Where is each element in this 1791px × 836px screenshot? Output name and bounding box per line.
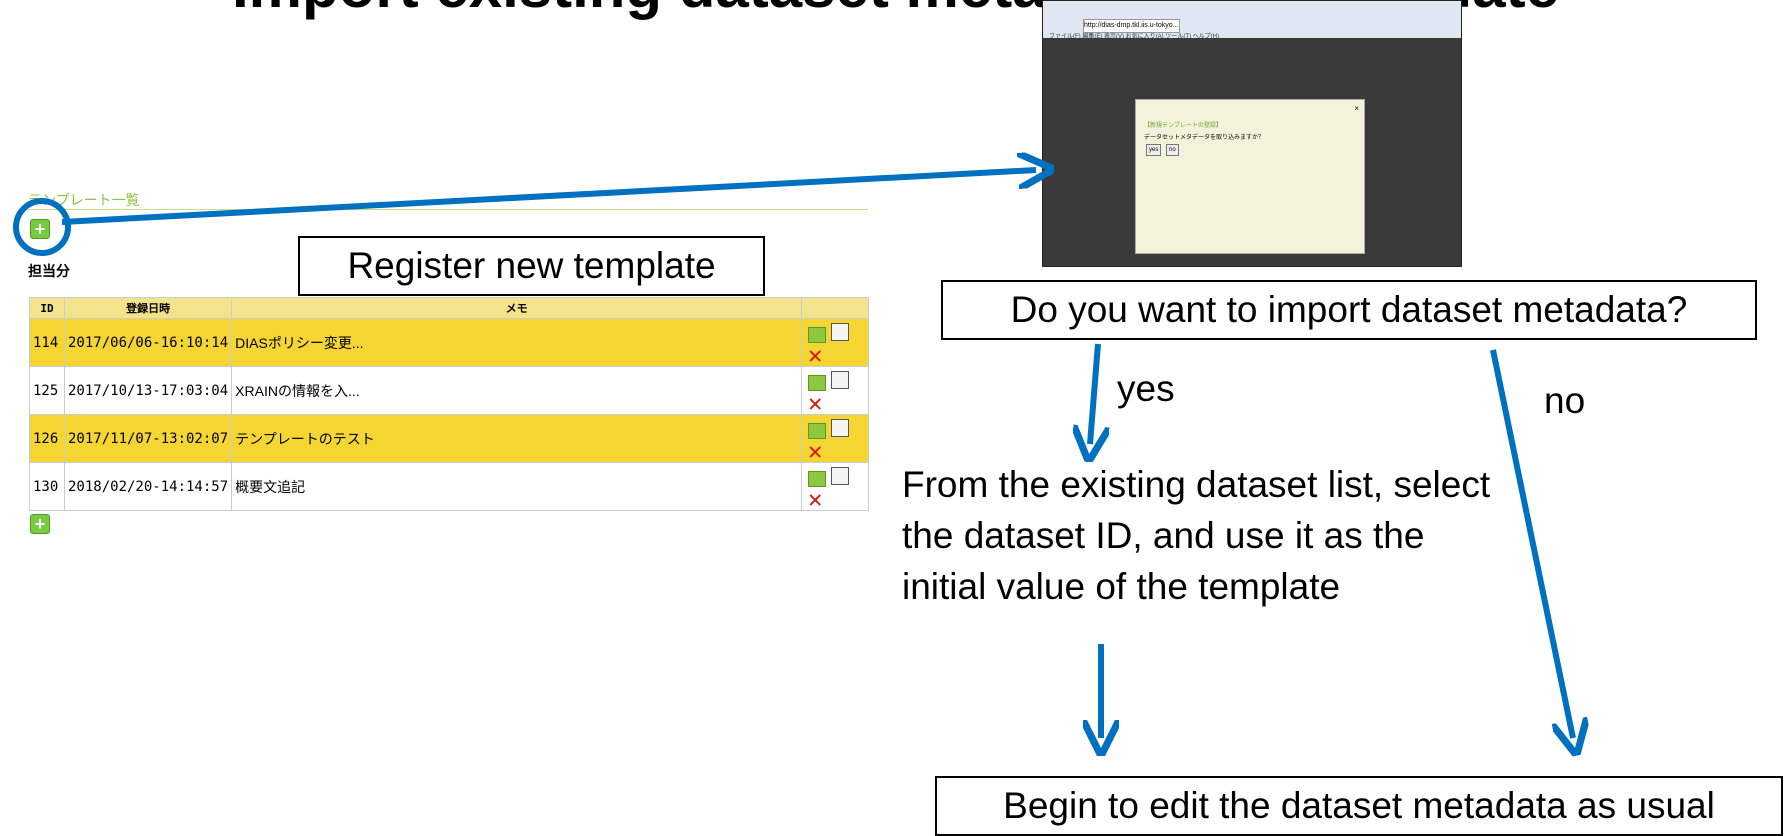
document-icon[interactable] (831, 467, 849, 485)
arrow-to-dialog (61, 170, 1036, 225)
open-icon[interactable] (808, 375, 826, 391)
row-id: 125 (29, 366, 65, 415)
table-row: 126 2017/11/07-13:02:07 テンプレートのテスト ✕ (29, 414, 869, 465)
row-date: 2017/11/07-13:02:07 (63, 414, 233, 463)
row-memo: テンプレートのテスト (231, 414, 802, 463)
row-date: 2017/10/13-17:03:04 (63, 366, 233, 415)
delete-icon[interactable]: ✕ (808, 485, 823, 513)
column-header-memo: メモ (231, 297, 802, 319)
import-dialog: × 【新規テンプレートの登録】 データセットメタデータを取り込みますか？ yes… (1135, 99, 1365, 254)
column-header-date: 登録日時 (63, 297, 233, 319)
row-memo: DIASポリシー変更... (231, 318, 802, 367)
row-actions: ✕ (801, 366, 869, 417)
column-header-actions (801, 297, 869, 319)
row-date: 2018/02/20-14:14:57 (63, 462, 233, 511)
add-template-button-bottom[interactable]: + (30, 514, 50, 534)
begin-edit-callout: Begin to edit the dataset metadata as us… (935, 776, 1783, 836)
dialog-no-button[interactable]: no (1166, 144, 1179, 156)
delete-icon[interactable]: ✕ (808, 341, 823, 369)
dialog-title: 【新規テンプレートの登録】 (1144, 123, 1222, 129)
row-id: 114 (29, 318, 65, 367)
row-id: 126 (29, 414, 65, 463)
row-date: 2017/06/06-16:10:14 (63, 318, 233, 367)
yes-description: From the existing dataset list, select t… (902, 464, 1491, 607)
dialog-question: データセットメタデータを取り込みますか？ (1144, 135, 1265, 141)
row-actions: ✕ (801, 414, 869, 465)
browser-tab: http://dias-dmp.tkl.iis.u-tokyo... (1083, 19, 1180, 33)
document-icon[interactable] (831, 323, 849, 341)
close-icon[interactable]: × (1354, 104, 1359, 113)
open-icon[interactable] (808, 471, 826, 487)
dialog-yes-button[interactable]: yes (1146, 144, 1162, 156)
delete-icon[interactable]: ✕ (808, 437, 823, 465)
table-row: 114 2017/06/06-16:10:14 DIASポリシー変更... ✕ (29, 318, 869, 369)
open-icon[interactable] (808, 423, 826, 439)
row-memo: 概要文追記 (231, 462, 802, 511)
template-table: ID 登録日時 メモ 114 2017/06/06-16:10:14 DIASポ… (29, 297, 869, 511)
import-question-callout: Do you want to import dataset metadata? (941, 280, 1757, 340)
row-memo: XRAINの情報を入... (231, 366, 802, 415)
register-callout: Register new template (298, 236, 765, 296)
table-row: 130 2018/02/20-14:14:57 概要文追記 ✕ (29, 462, 869, 513)
row-actions: ✕ (801, 462, 869, 513)
arrow-no (1490, 349, 1573, 738)
row-id: 130 (29, 462, 65, 511)
yes-label: yes (1117, 368, 1175, 409)
no-label: no (1544, 380, 1586, 421)
heading-divider (28, 209, 868, 210)
browser-screenshot: http://dias-dmp.tkl.iis.u-tokyo... ファイル(… (1042, 0, 1462, 267)
assigned-subheading: 担当分 (28, 263, 70, 279)
table-row: 125 2017/10/13-17:03:04 XRAINの情報を入... ✕ (29, 366, 869, 417)
document-icon[interactable] (831, 419, 849, 437)
document-icon[interactable] (831, 371, 849, 389)
highlight-circle (13, 198, 71, 256)
delete-icon[interactable]: ✕ (808, 389, 823, 417)
row-actions: ✕ (801, 318, 869, 369)
open-icon[interactable] (808, 327, 826, 343)
browser-menu: ファイル(F) 編集(E) 表示(V) お気に入り(A) ツール(T) ヘルプ(… (1049, 34, 1219, 40)
arrow-yes (1090, 343, 1098, 444)
